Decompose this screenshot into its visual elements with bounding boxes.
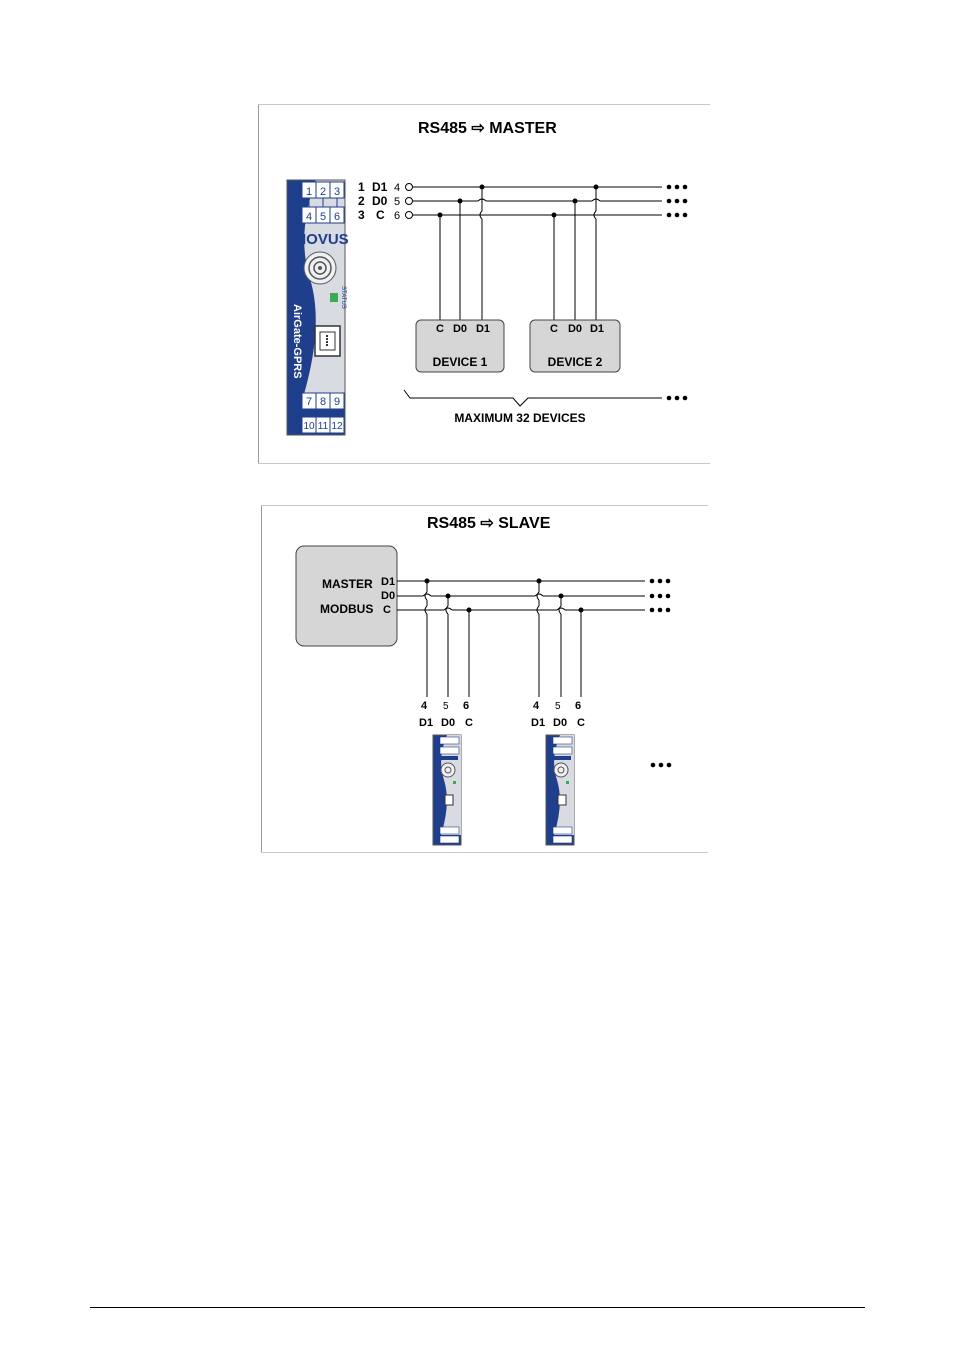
slave-2-labels: 4 5 6 D1 D0 C (531, 700, 585, 729)
device-1-pin-d0: D0 (453, 323, 467, 335)
bus-label-d0: D0 (381, 590, 395, 602)
slave-1-pin-5: 5 (443, 701, 449, 712)
slave-2-pin-4: 4 (533, 700, 540, 712)
master-title: RS485 ⇨ MASTER (418, 120, 557, 137)
terminal-4: 4 (306, 211, 312, 223)
term-num-3: 3 (358, 208, 365, 222)
terminal-11: 11 (318, 421, 329, 432)
model-label: AirGate-GPRS (291, 304, 303, 379)
rs485-master-diagram: RS485 ⇨ MASTER 1 2 3 4 5 6 NOVUS (258, 104, 710, 464)
status-led-icon (330, 293, 338, 302)
device-count-brace (404, 390, 687, 406)
terminal-6: 6 (334, 211, 340, 223)
slave-diagram-svg: RS485 ⇨ SLAVE MASTER MODBUS D1 D0 C 4 5 … (261, 505, 708, 853)
slave-2-label-c: C (577, 717, 585, 729)
terminal-7: 7 (306, 396, 312, 408)
terminal-labels: 1 D1 4 2 D0 5 3 C 6 (358, 180, 400, 222)
slave-2-pin-5: 5 (555, 701, 561, 712)
slave-1-label-d1: D1 (419, 717, 433, 729)
terminal-10: 10 (303, 421, 315, 432)
slave-2-label-d0: D0 (553, 717, 567, 729)
terminal-1: 1 (306, 186, 312, 198)
term-label-d1: D1 (372, 180, 388, 194)
terminal-5: 5 (320, 211, 326, 223)
novus-logo: NOVUS (295, 231, 348, 248)
master-modbus-box: MASTER MODBUS D1 D0 C (296, 546, 397, 646)
slave-module-1-icon (433, 735, 461, 845)
term-label-c: C (376, 208, 385, 222)
master-box-line2: MODBUS (320, 602, 373, 616)
bus-continuation-dots (667, 185, 688, 218)
bus-lines (406, 184, 663, 321)
max-devices-label: MAXIMUM 32 DEVICES (454, 411, 585, 425)
slave-title: RS485 ⇨ SLAVE (427, 515, 551, 532)
slave-bus-continuation-dots (650, 579, 671, 613)
device-2-pin-d1: D1 (590, 323, 604, 335)
terminal-9: 9 (334, 396, 340, 408)
device-1-name: DEVICE 1 (433, 355, 488, 369)
slave-1-pin-6: 6 (463, 700, 469, 712)
device-2-pin-d0: D0 (568, 323, 582, 335)
device-1: C D0 D1 DEVICE 1 (416, 320, 504, 372)
device-2: C D0 D1 DEVICE 2 (530, 320, 620, 372)
terminal-3: 3 (334, 186, 340, 198)
more-slaves-dots (651, 763, 672, 768)
slave-2-label-d1: D1 (531, 717, 545, 729)
slave-2-pin-6: 6 (575, 700, 581, 712)
status-label: STATUS (340, 286, 346, 309)
terminal-8: 8 (320, 396, 326, 408)
device-2-pin-c: C (550, 323, 558, 335)
airgate-module: 1 2 3 4 5 6 NOVUS STATUS AirGate-GPRS (287, 180, 349, 435)
term-pin-4: 4 (394, 182, 400, 194)
slave-1-label-d0: D0 (441, 717, 455, 729)
device-1-pin-d1: D1 (476, 323, 490, 335)
master-box-line1: MASTER (322, 577, 373, 591)
footer-rule (90, 1307, 865, 1308)
device-1-pin-c: C (436, 323, 444, 335)
term-num-2: 2 (358, 194, 365, 208)
device-2-name: DEVICE 2 (548, 355, 603, 369)
terminal-2: 2 (320, 186, 326, 198)
master-diagram-svg: RS485 ⇨ MASTER 1 2 3 4 5 6 NOVUS (258, 104, 710, 464)
usb-port-icon (315, 326, 340, 356)
term-pin-6: 6 (394, 210, 400, 222)
bus-label-d1: D1 (381, 576, 395, 588)
slave-1-pin-4: 4 (421, 700, 428, 712)
rs485-slave-diagram: RS485 ⇨ SLAVE MASTER MODBUS D1 D0 C 4 5 … (261, 505, 708, 853)
slave-1-labels: 4 5 6 D1 D0 C (419, 700, 473, 729)
slave-bus-lines (397, 581, 645, 697)
terminal-12: 12 (331, 421, 343, 432)
term-num-1: 1 (358, 180, 365, 194)
term-label-d0: D0 (372, 194, 388, 208)
antenna-connector-icon (304, 252, 336, 284)
slave-module-2-icon (546, 735, 574, 845)
slave-1-label-c: C (465, 717, 473, 729)
term-pin-5: 5 (394, 196, 400, 208)
bus-label-c: C (383, 604, 391, 616)
